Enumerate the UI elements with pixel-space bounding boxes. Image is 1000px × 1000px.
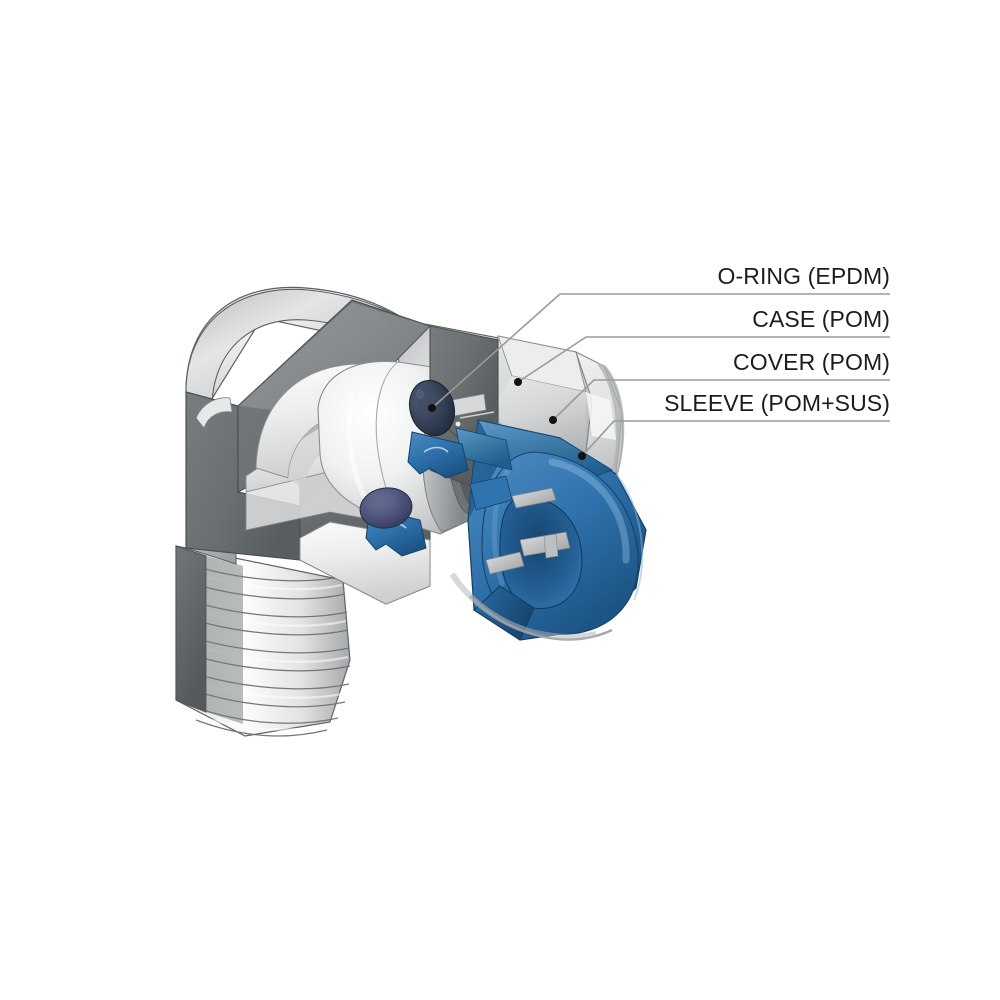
callout-label-cover[interactable]: COVER (POM) [733,349,890,375]
leader-dot-o-ring [428,404,436,412]
sus-gripper-slivers [485,487,571,575]
leader-line-o-ring [431,293,890,409]
callout-label-sleeve[interactable]: SLEEVE (POM+SUS) [664,390,890,416]
part-o-ring-lower [359,487,413,529]
leader-line-cover [552,379,890,421]
leader-dot-sleeve [578,452,586,460]
callout-leader-lines [428,293,890,460]
leader-line-sleeve [581,420,890,457]
leader-line-case [517,336,890,383]
callout-label-o-ring[interactable]: O-RING (EPDM) [717,263,890,289]
male-thread-leg [175,545,351,737]
callout-label-case[interactable]: CASE (POM) [752,306,890,332]
leader-dot-case [514,378,522,386]
leader-dot-cover [549,416,557,424]
